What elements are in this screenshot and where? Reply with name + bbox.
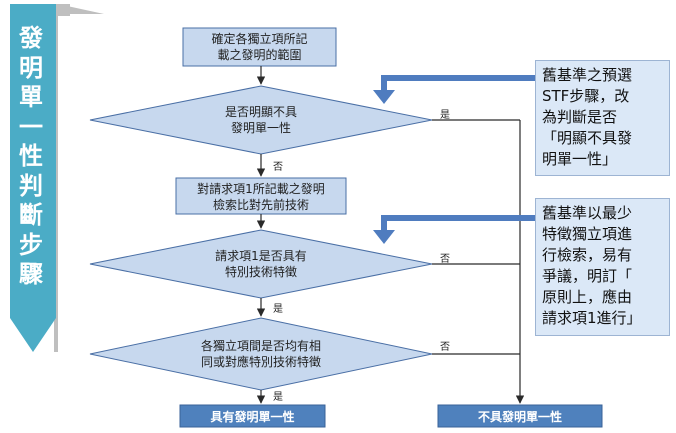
- outcome-no-unity-text: 不具發明單一性: [477, 410, 562, 424]
- top-rule: [58, 4, 104, 14]
- outcome-no-unity-box: [437, 404, 603, 428]
- decision-same-corresponding-text: 各獨立項間是否均有相 同或對應特別技術特徵: [200, 339, 321, 369]
- step-define-scope-box: [182, 27, 337, 67]
- label-yes-1: 是: [440, 110, 450, 121]
- side-title-shape: [52, 4, 70, 352]
- step-define-scope-text: 確定各獨立項所記 載之發明的範圍: [211, 32, 308, 62]
- callout-arrow-1-head: [373, 90, 395, 104]
- callout-arrow-2-head: [373, 230, 395, 244]
- decision-claim1-special-text: 請求項1是否具有 特別技術特徵: [215, 249, 307, 279]
- callout-arrow-1: [381, 75, 535, 92]
- outcome-has-unity-text: 具有發明單一性: [210, 410, 295, 424]
- outcome-has-unity-box: [179, 404, 326, 428]
- label-no-3: 否: [440, 342, 450, 353]
- label-yes-3: 是: [273, 392, 283, 403]
- step-search-claim1-box: [175, 177, 347, 215]
- label-yes-2: 是: [273, 304, 283, 315]
- side-title-bar: 發 明 單 一 性 判 斷 步 驟: [0, 0, 70, 360]
- label-no-1: 否: [273, 162, 283, 173]
- label-no-2: 否: [440, 254, 450, 265]
- note-old-standard-search: 舊基準以最少 特徵獨立項進 行檢索，易有 爭議，明訂「 原則上，應由 請求項1進…: [535, 198, 670, 336]
- note-old-standard-stf: 舊基準之預選 STF步驟，改 為判斷是否 「明顯不具發 明單一性」: [535, 60, 670, 176]
- side-title-bar-fill: [10, 4, 56, 352]
- callout-arrow-2: [381, 215, 535, 232]
- decision-obvious-lack-text: 是否明顯不具 發明單一性: [224, 105, 297, 135]
- step-search-claim1-text: 對請求項1所記載之發明 檢索比對先前技術: [197, 182, 325, 212]
- side-title-text: 發 明 單 一 性 判 斷 步 驟: [19, 24, 43, 288]
